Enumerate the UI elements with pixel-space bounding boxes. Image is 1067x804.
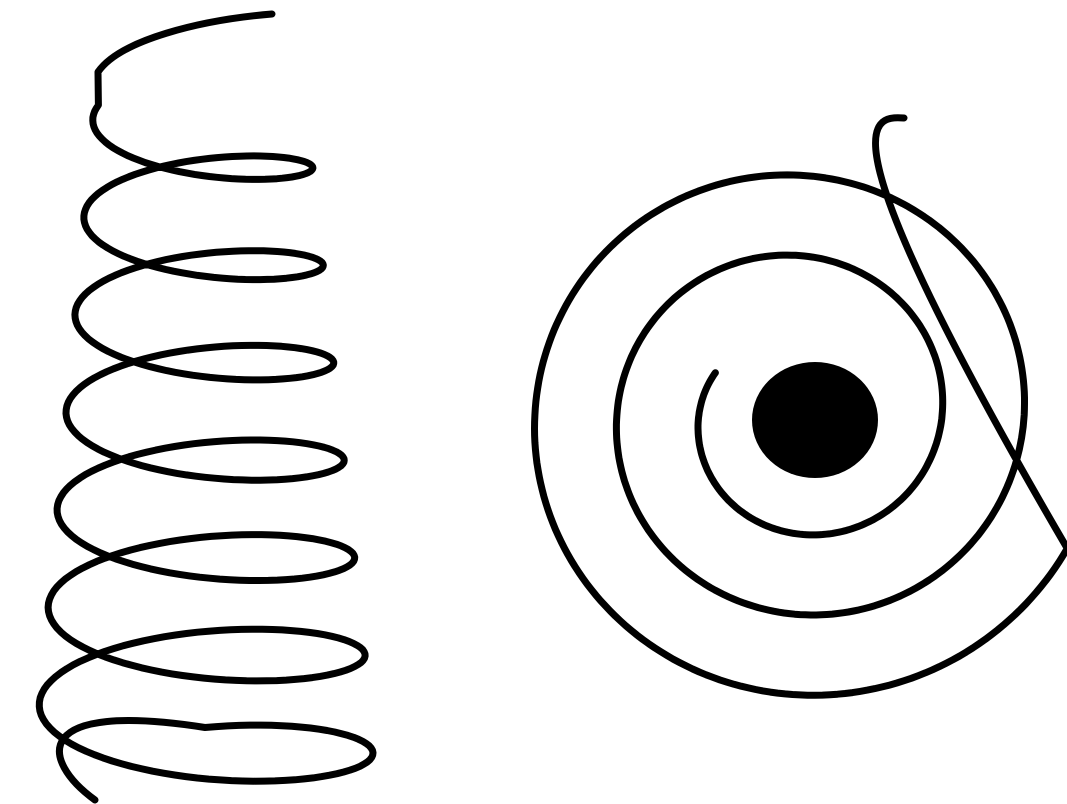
spiral-top-view — [535, 118, 1067, 696]
spring-coil-line — [39, 14, 373, 800]
helical-spring-side-view — [39, 14, 373, 800]
spiral-center-dot — [752, 362, 878, 478]
